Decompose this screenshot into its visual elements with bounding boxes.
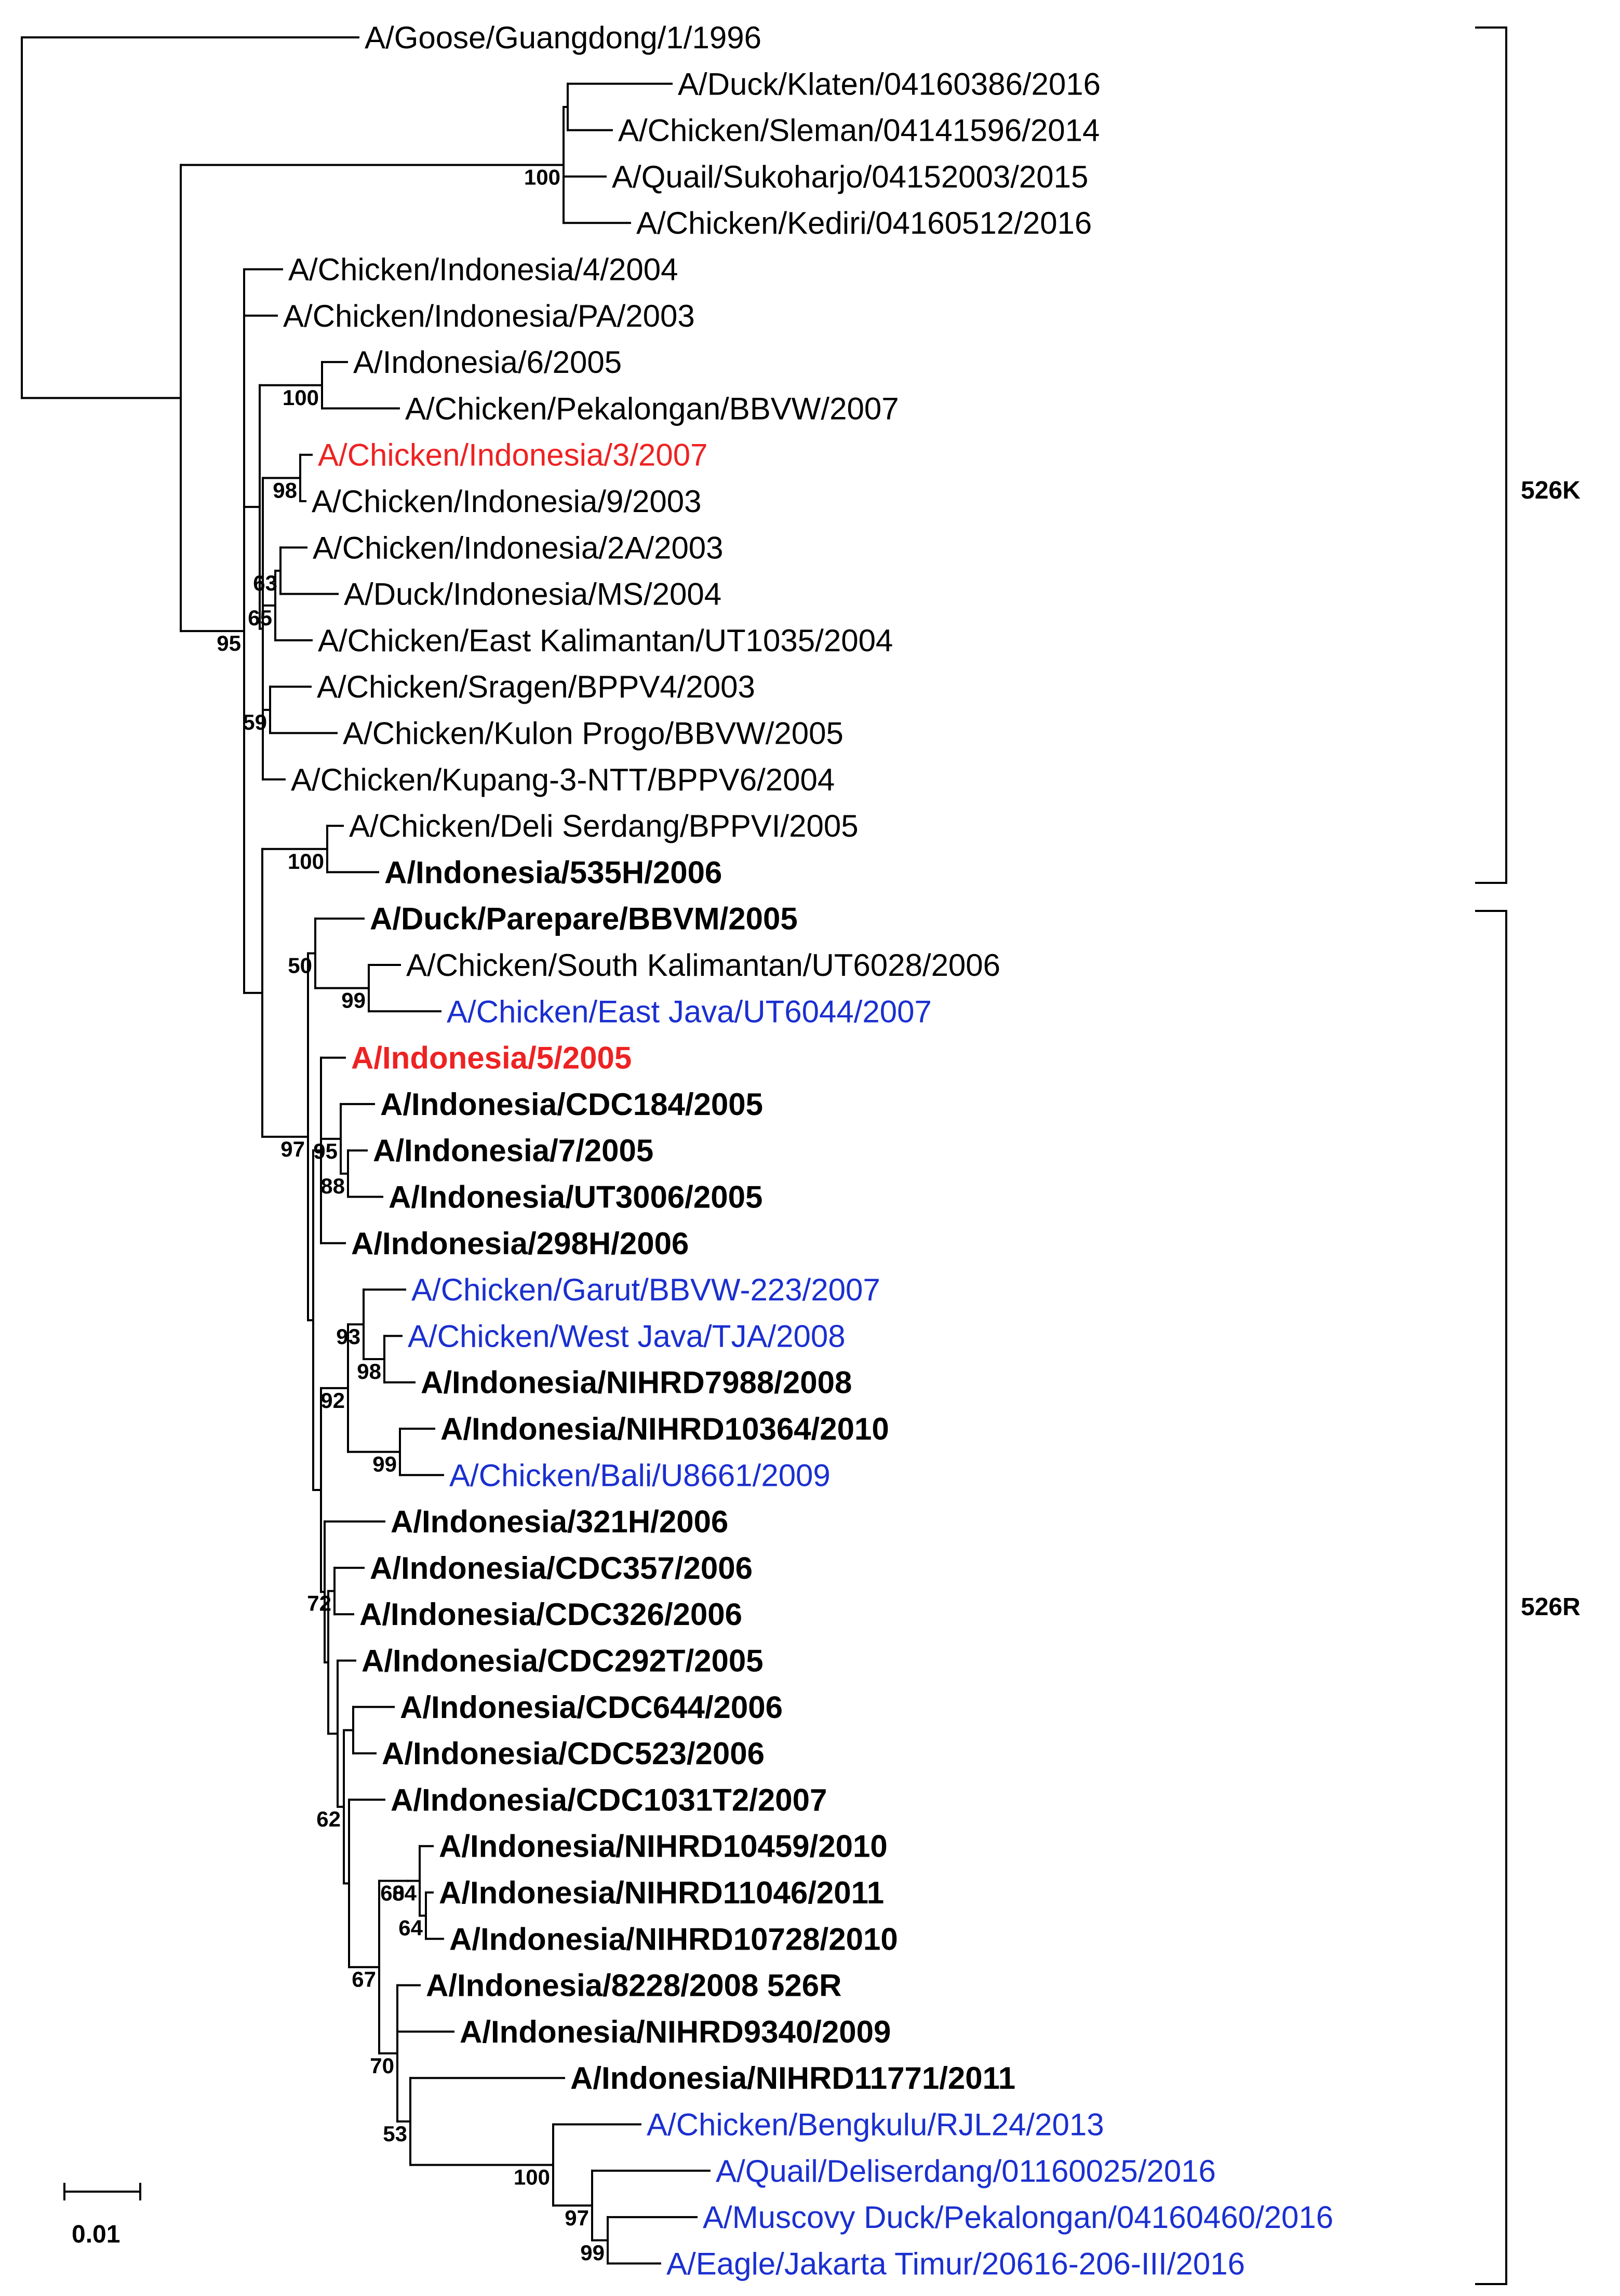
- scale-bar-label: 0.01: [72, 2221, 120, 2248]
- bootstrap-value: 95: [313, 1139, 338, 1163]
- taxon-label: A/Muscovy Duck/Pekalongan/04160460/2016: [703, 2200, 1333, 2235]
- bootstrap-value: 65: [248, 606, 272, 630]
- taxon-label: A/Quail/Sukoharjo/04152003/2015: [612, 159, 1088, 194]
- bootstrap-value: 100: [524, 165, 560, 190]
- bootstrap-value: 100: [514, 2165, 550, 2190]
- bootstrap-value: 95: [217, 631, 241, 655]
- taxon-label: A/Indonesia/CDC326/2006: [359, 1597, 742, 1632]
- bootstrap-support-labels: 1001009863655910099508895989399927264846…: [217, 165, 605, 2265]
- bootstrap-value: 99: [372, 1452, 397, 1476]
- bootstrap-value: 59: [243, 710, 267, 734]
- taxon-label: A/Chicken/Indonesia/3/2007: [318, 438, 708, 473]
- scale-bar-line: [63, 2183, 141, 2200]
- taxon-label: A/Indonesia/CDC184/2005: [380, 1087, 763, 1122]
- taxon-label: A/Indonesia/6/2005: [353, 345, 622, 380]
- clade-526r-label: 526R: [1521, 1593, 1581, 1621]
- bootstrap-value: 100: [288, 849, 324, 874]
- bootstrap-value: 97: [565, 2206, 589, 2230]
- clade-526r: 526R: [1475, 910, 1581, 2285]
- taxon-label: A/Indonesia/UT3006/2005: [389, 1180, 762, 1215]
- scale-bar: 0.01: [63, 2183, 141, 2248]
- taxon-label: A/Chicken/Bali/U8661/2009: [449, 1458, 831, 1493]
- bootstrap-value: 84: [392, 1881, 417, 1905]
- taxon-label: A/Chicken/Indonesia/PA/2003: [283, 299, 695, 333]
- bootstrap-value: 99: [341, 988, 366, 1013]
- bootstrap-value: 50: [288, 954, 312, 978]
- bootstrap-value: 64: [398, 1916, 423, 1940]
- taxon-label: A/Indonesia/NIHRD11046/2011: [439, 1875, 884, 1910]
- taxon-label: A/Chicken/South Kalimantan/UT6028/2006: [406, 948, 1000, 983]
- bootstrap-value: 72: [307, 1591, 331, 1616]
- clade-526k-label: 526K: [1521, 477, 1581, 504]
- taxon-label: A/Indonesia/CDC292T/2005: [362, 1644, 764, 1679]
- taxon-label: A/Chicken/Indonesia/9/2003: [312, 484, 702, 519]
- taxon-label: A/Chicken/Sleman/04141596/2014: [618, 113, 1100, 148]
- taxon-label: A/Chicken/Sragen/BPPV4/2003: [317, 669, 755, 704]
- bootstrap-value: 67: [352, 1967, 376, 1992]
- taxon-label: A/Chicken/Bengkulu/RJL24/2013: [647, 2107, 1104, 2142]
- bootstrap-value: 98: [357, 1359, 381, 1384]
- taxon-label: A/Indonesia/CDC523/2006: [382, 1736, 765, 1771]
- taxon-label: A/Chicken/Indonesia/2A/2003: [313, 530, 724, 565]
- taxon-label: A/Indonesia/5/2005: [351, 1041, 632, 1076]
- clade-526k: 526K: [1475, 26, 1581, 884]
- taxon-label: A/Chicken/Indonesia/4/2004: [288, 252, 678, 287]
- taxon-label: A/Indonesia/298H/2006: [351, 1226, 689, 1261]
- taxon-label: A/Indonesia/321H/2006: [391, 1505, 728, 1539]
- taxon-label: A/Eagle/Jakarta Timur/20616-206-III/2016: [666, 2246, 1245, 2281]
- bootstrap-value: 92: [320, 1388, 345, 1413]
- taxon-label: A/Chicken/West Java/TJA/2008: [408, 1319, 846, 1353]
- taxon-label: A/Chicken/Deli Serdang/BPPVI/2005: [349, 809, 859, 843]
- taxon-label: A/Duck/Klaten/04160386/2016: [678, 66, 1101, 101]
- clade-526k-bracket: [1475, 26, 1507, 884]
- taxon-label: A/Duck/Indonesia/MS/2004: [344, 577, 721, 612]
- taxon-label: A/Indonesia/NIHRD10364/2010: [440, 1412, 889, 1446]
- taxon-label: A/Indonesia/NIHRD7988/2008: [421, 1365, 852, 1400]
- bootstrap-value: 63: [253, 571, 277, 595]
- clade-brackets: 526K 526R: [1475, 26, 1581, 2285]
- taxon-label: A/Indonesia/NIHRD9340/2009: [460, 2015, 891, 2049]
- clade-526r-bracket: [1475, 910, 1507, 2285]
- bootstrap-value: 88: [320, 1174, 345, 1198]
- taxon-label: A/Chicken/Kediri/04160512/2016: [636, 206, 1092, 240]
- taxon-label: A/Indonesia/NIHRD11771/2011: [570, 2061, 1015, 2096]
- taxon-label: A/Chicken/Garut/BBVW-223/2007: [411, 1272, 880, 1307]
- bootstrap-value: 97: [280, 1137, 305, 1161]
- tree-leaf-labels: A/Goose/Guangdong/1/1996A/Duck/Klaten/04…: [283, 20, 1333, 2281]
- bootstrap-value: 100: [283, 385, 319, 410]
- bootstrap-value: 98: [273, 478, 297, 502]
- bootstrap-value: 62: [316, 1807, 341, 1831]
- taxon-label: A/Indonesia/7/2005: [373, 1133, 653, 1168]
- taxon-label: A/Indonesia/8228/2008 526R: [426, 1968, 841, 2003]
- bootstrap-value: 53: [383, 2122, 407, 2146]
- taxon-label: A/Duck/Parepare/BBVM/2005: [370, 902, 798, 936]
- taxon-label: A/Indonesia/535H/2006: [384, 855, 722, 890]
- taxon-label: A/Chicken/Pekalongan/BBVW/2007: [405, 391, 899, 426]
- taxon-label: A/Goose/Guangdong/1/1996: [365, 20, 761, 55]
- taxon-label: A/Chicken/East Java/UT6044/2007: [447, 994, 932, 1029]
- bootstrap-value: 99: [580, 2240, 605, 2265]
- taxon-label: A/Chicken/East Kalimantan/UT1035/2004: [318, 623, 893, 658]
- taxon-label: A/Indonesia/NIHRD10459/2010: [439, 1829, 888, 1864]
- taxon-label: A/Indonesia/CDC1031T2/2007: [391, 1782, 827, 1817]
- taxon-label: A/Chicken/Kulon Progo/BBVW/2005: [343, 716, 844, 751]
- taxon-label: A/Indonesia/CDC357/2006: [370, 1551, 753, 1586]
- taxon-label: A/Chicken/Kupang-3-NTT/BPPV6/2004: [291, 762, 835, 797]
- taxon-label: A/Quail/Deliserdang/01160025/2016: [716, 2154, 1216, 2188]
- bootstrap-value: 70: [370, 2053, 394, 2078]
- bootstrap-value: 93: [336, 1324, 360, 1349]
- taxon-label: A/Indonesia/NIHRD10728/2010: [449, 1922, 898, 1956]
- taxon-label: A/Indonesia/CDC644/2006: [400, 1690, 783, 1725]
- bootstrap-value: 60: [380, 1881, 405, 1905]
- tree-branches: [21, 36, 711, 2265]
